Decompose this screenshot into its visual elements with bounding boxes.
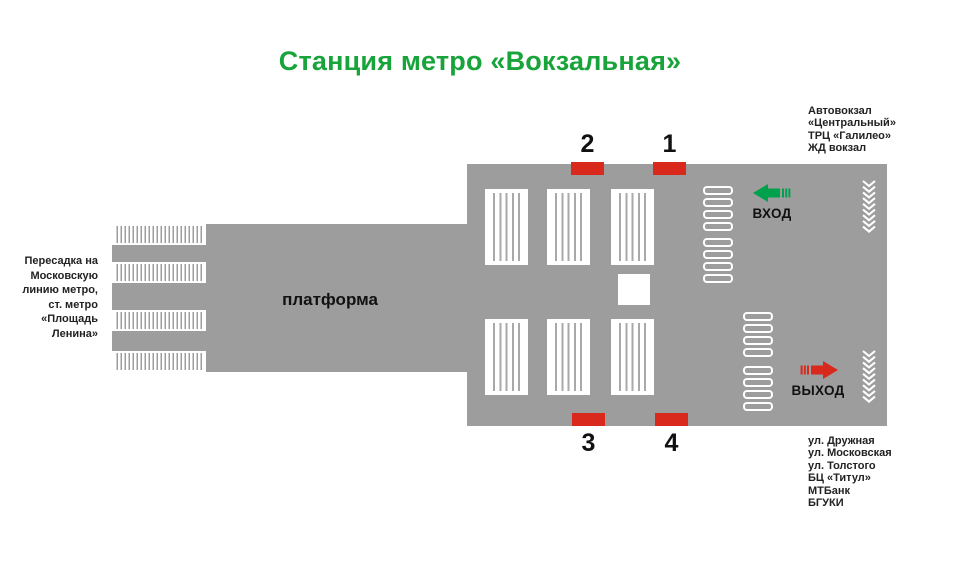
escalator-chevrons-icon [862,180,876,233]
turnstile-bar [743,390,773,399]
turnstile-bar [743,336,773,345]
exit-marker [655,413,688,426]
platform-label: платформа [282,290,378,309]
entrance-label: ВХОД [752,206,792,221]
turnstile-bar [703,238,733,247]
exit-number: 2 [580,130,595,158]
exit-marker [571,162,604,175]
turnstile-bar [703,222,733,231]
destination-line: БЦ «Титул» [808,472,871,485]
destination-line: Автовокзал [808,105,872,117]
concourse-hall [467,164,887,426]
escalator-chevrons-icon [862,350,876,403]
stairs-bank [547,189,590,265]
platform-bar [112,224,467,372]
turnstile-bar [743,402,773,411]
exit-number: 1 [662,130,677,158]
turnstile-bar [703,210,733,219]
destinations-note-top: Автовокзал «Центральный» ТРЦ «Галилео» Ж… [808,105,958,155]
destination-line: ЖД вокзал [808,142,867,155]
turnstile-bar [703,250,733,259]
transfer-note-line: «Площадь [41,313,98,326]
page-title: Станция метро «Вокзальная» [278,46,682,76]
elevator-square [618,274,650,305]
exit-number: 4 [664,429,679,457]
entrance-arrow-icon [753,184,791,202]
exit-label: ВЫХОД [791,383,845,398]
transfer-stairs-strip [112,224,206,245]
destination-line: ул. Московская [808,447,892,460]
transfer-note-line: линию метро, [22,284,98,297]
transfer-note-line: Московскую [30,269,98,282]
destination-line: ул. Дружная [808,435,875,447]
turnstile-bar [743,324,773,333]
exit-number: 3 [581,429,596,457]
stairs-bank [485,319,528,395]
turnstile-bar [703,186,733,195]
destinations-note-bottom: ул. Дружная ул. Московская ул. Толстого … [808,435,958,509]
turnstile-bar [743,348,773,357]
transfer-stairs-strip [112,310,206,331]
stairs-bank [611,189,654,265]
turnstile-bar [703,198,733,207]
destination-line: МТБанк [808,484,851,497]
turnstile-bar [743,366,773,375]
turnstile-bar [703,262,733,271]
destination-line: «Центральный» [808,117,896,130]
transfer-note-line: ст. метро [48,298,98,311]
destination-line: БГУКИ [808,497,844,510]
transfer-stairs-strip [112,262,206,283]
transfer-stairs-strip [112,351,206,372]
turnstile-bar [743,378,773,387]
exit-marker [653,162,686,175]
destination-line: ТРЦ «Галилео» [808,129,892,142]
stairs-bank [485,189,528,265]
turnstile-bar [703,274,733,283]
transfer-note: Пересадка на Московскую линию метро, ст.… [8,254,98,342]
stairs-bank [611,319,654,395]
turnstile-bar [743,312,773,321]
exit-arrow-icon [800,361,838,379]
stairs-bank [547,319,590,395]
exit-marker [572,413,605,426]
transfer-note-line: Пересадка на [24,255,98,267]
transfer-note-line: Ленина» [51,327,98,340]
destination-line: ул. Толстого [808,459,876,472]
